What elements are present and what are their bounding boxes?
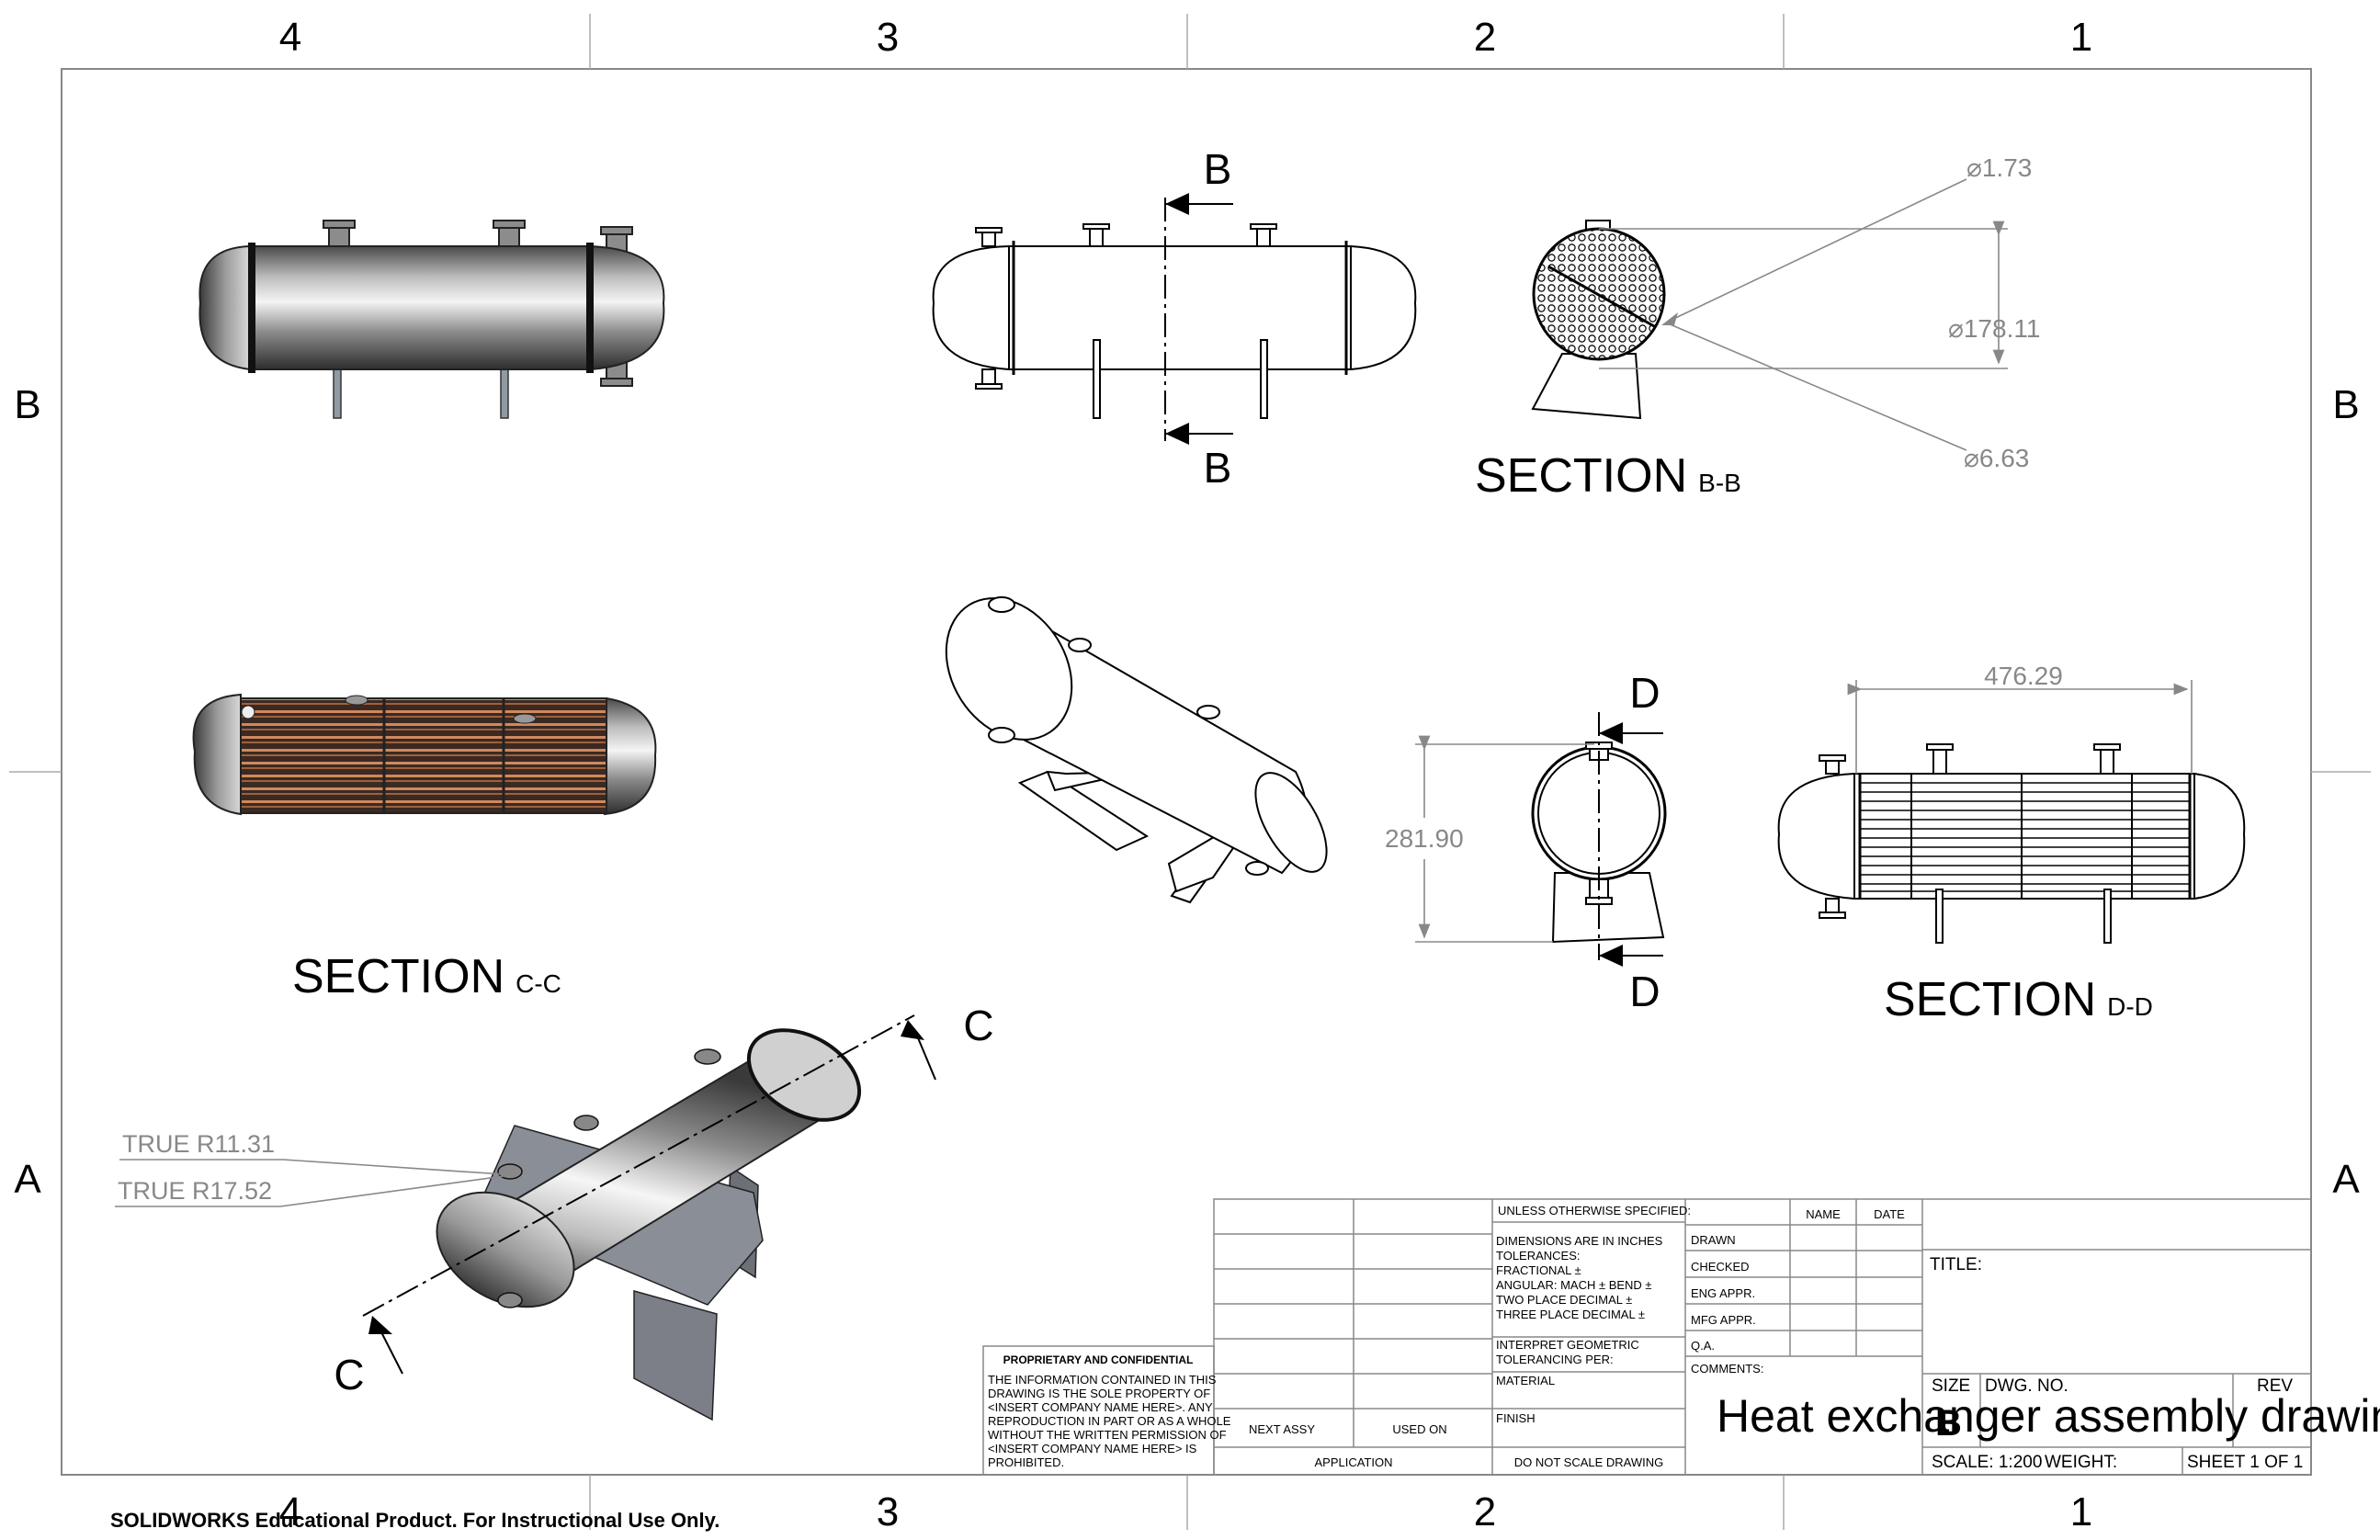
tb-interpret: INTERPRET GEOMETRIC	[1496, 1338, 1639, 1352]
tb-do-not-scale: DO NOT SCALE DRAWING	[1514, 1455, 1664, 1469]
zone-left-b: B	[14, 382, 40, 427]
tb-drawing-title: Heat exchanger assembly drawing	[1717, 1390, 2380, 1442]
section-b-marker-top: B	[1204, 145, 1232, 193]
tb-proprietary-line: WITHOUT THE WRITTEN PERMISSION OF	[988, 1428, 1227, 1442]
tb-fractional: FRACTIONAL ±	[1496, 1263, 1581, 1277]
tb-proprietary-line: <INSERT COMPANY NAME HERE>. ANY	[988, 1400, 1213, 1414]
title-block	[982, 1198, 2312, 1476]
tb-proprietary-line: THE INFORMATION CONTAINED IN THIS	[988, 1373, 1217, 1387]
section-b-arrow-bottom	[1165, 423, 1189, 445]
section-b-arrow-top	[1165, 193, 1189, 215]
zone-right-a: A	[2332, 1157, 2360, 1202]
zone-bottom-2: 2	[1474, 1489, 1496, 1534]
shaded-isometric-view	[362, 1014, 915, 1421]
tb-finish: FINISH	[1496, 1411, 1536, 1425]
height-dimension	[1415, 735, 1594, 943]
tb-three-place: THREE PLACE DECIMAL ±	[1496, 1308, 1645, 1321]
section-c-arrow-top	[901, 1020, 924, 1040]
tb-name-hdr: NAME	[1806, 1207, 1841, 1221]
zone-top-3: 3	[877, 15, 899, 60]
dim-dia-pitch: ⌀6.63	[1964, 444, 2029, 472]
tb-proprietary-line: REPRODUCTION IN PART OR AS A WHOLE	[988, 1414, 1231, 1428]
tb-proprietary-line: PROHIBITED.	[988, 1455, 1064, 1469]
tb-proprietary-header: PROPRIETARY AND CONFIDENTIAL	[1003, 1353, 1194, 1366]
section-c-arrow-bottom	[368, 1316, 392, 1334]
tb-tolerancing: TOLERANCING PER:	[1496, 1353, 1614, 1366]
dim-dia-shell: ⌀178.11	[1948, 314, 2040, 343]
section-c-leader-top	[913, 1028, 936, 1081]
section-d-arrow-bottom	[1599, 945, 1623, 967]
shaded-front-view	[198, 220, 665, 419]
zone-labels: 4 3 2 1 4 3 2 1 B A B A	[14, 15, 2360, 1534]
tb-comments: COMMENTS:	[1691, 1362, 1763, 1376]
section-c-leader-bottom	[376, 1322, 403, 1375]
tb-qa: Q.A.	[1691, 1339, 1715, 1353]
bb-leader-arrow	[1661, 312, 1678, 325]
zone-bottom-3: 3	[877, 1489, 899, 1534]
dim-dia-tube: ⌀1.73	[1966, 153, 2032, 182]
zone-top-2: 2	[1474, 15, 1496, 60]
tb-proprietary-line: DRAWING IS THE SOLE PROPERTY OF	[988, 1387, 1210, 1400]
dim-length: 476.29	[1984, 662, 2063, 690]
section-d-marker-bottom: D	[1629, 968, 1660, 1015]
tb-date-hdr: DATE	[1874, 1207, 1905, 1221]
tb-checked: CHECKED	[1691, 1260, 1750, 1274]
tb-rev-label: REV	[2257, 1376, 2293, 1396]
section-dd-view	[1777, 743, 2246, 944]
tb-tolerances: TOLERANCES:	[1496, 1249, 1581, 1263]
tb-next-assy: NEXT ASSY	[1249, 1422, 1315, 1436]
side-view-section-d	[1531, 712, 1667, 960]
educational-watermark: SOLIDWORKS Educational Product. For Inst…	[110, 1509, 720, 1532]
section-bb-dimensions	[1599, 178, 2008, 451]
section-b-marker-bottom: B	[1204, 444, 1232, 492]
section-c-marker-bottom: C	[334, 1351, 364, 1398]
line-front-view	[932, 198, 1417, 441]
section-bb-view	[1531, 220, 1666, 420]
tb-sheet: SHEET 1 OF 1	[2187, 1453, 2303, 1472]
tb-dims-inches: DIMENSIONS ARE IN INCHES	[1496, 1234, 1663, 1248]
tb-weight: WEIGHT:	[2045, 1453, 2117, 1472]
tb-application: APPLICATION	[1314, 1455, 1392, 1469]
length-dimension	[1847, 680, 2193, 774]
section-c-marker-top: C	[963, 1002, 993, 1049]
tb-material: MATERIAL	[1496, 1374, 1555, 1387]
tb-size-value: B	[1935, 1403, 1962, 1444]
tb-size-label: SIZE	[1932, 1376, 1970, 1396]
tb-unless: UNLESS OTHERWISE SPECIFIED:	[1498, 1204, 1691, 1217]
tb-drawn: DRAWN	[1691, 1233, 1736, 1247]
tb-eng-appr: ENG APPR.	[1691, 1286, 1755, 1300]
tb-mfg-appr: MFG APPR.	[1691, 1313, 1756, 1327]
radius-leaders	[115, 1159, 504, 1207]
tb-scale: SCALE: 1:200	[1932, 1453, 2042, 1472]
dim-radius-inner: TRUE R11.31	[122, 1130, 275, 1158]
zone-left-a: A	[14, 1157, 41, 1202]
tb-title-label: TITLE:	[1930, 1255, 1982, 1274]
section-d-marker-top: D	[1629, 669, 1660, 717]
tb-angular: ANGULAR: MACH ± BEND ±	[1496, 1278, 1652, 1292]
tb-dwg-no-label: DWG. NO.	[1985, 1376, 2068, 1396]
section-cc-view	[192, 693, 657, 816]
isometric-line-view	[945, 596, 1328, 904]
tb-used-on: USED ON	[1392, 1422, 1446, 1436]
dim-height: 281.90	[1385, 824, 1464, 853]
section-d-arrow-top	[1599, 722, 1623, 744]
zone-bottom-4: 4	[279, 1489, 301, 1534]
zone-top-4: 4	[279, 15, 301, 60]
zone-top-1: 1	[2070, 15, 2092, 60]
zone-bottom-1: 1	[2070, 1489, 2092, 1534]
dim-radius-outer: TRUE R17.52	[118, 1177, 272, 1205]
tb-proprietary-line: <INSERT COMPANY NAME HERE> IS	[988, 1442, 1197, 1455]
zone-right-b: B	[2332, 382, 2359, 427]
tb-two-place: TWO PLACE DECIMAL ±	[1496, 1293, 1632, 1307]
